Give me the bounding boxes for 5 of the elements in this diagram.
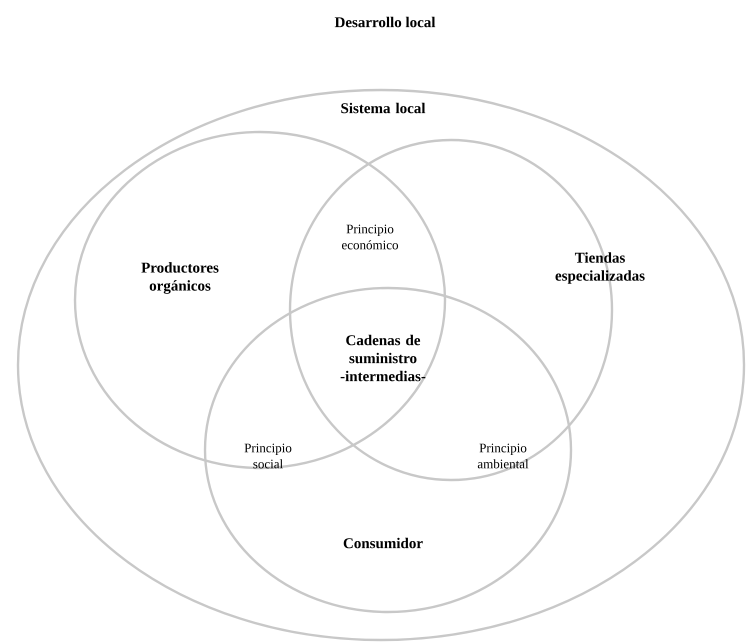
region-label: Principio social — [244, 444, 292, 468]
region-label: Principio ambiental — [478, 444, 528, 468]
region-label: Principio económico — [342, 224, 398, 250]
diagram-title: Desarrollo local — [334, 16, 436, 28]
region-label: Cadenas de suministro -intermedias- — [340, 334, 426, 382]
